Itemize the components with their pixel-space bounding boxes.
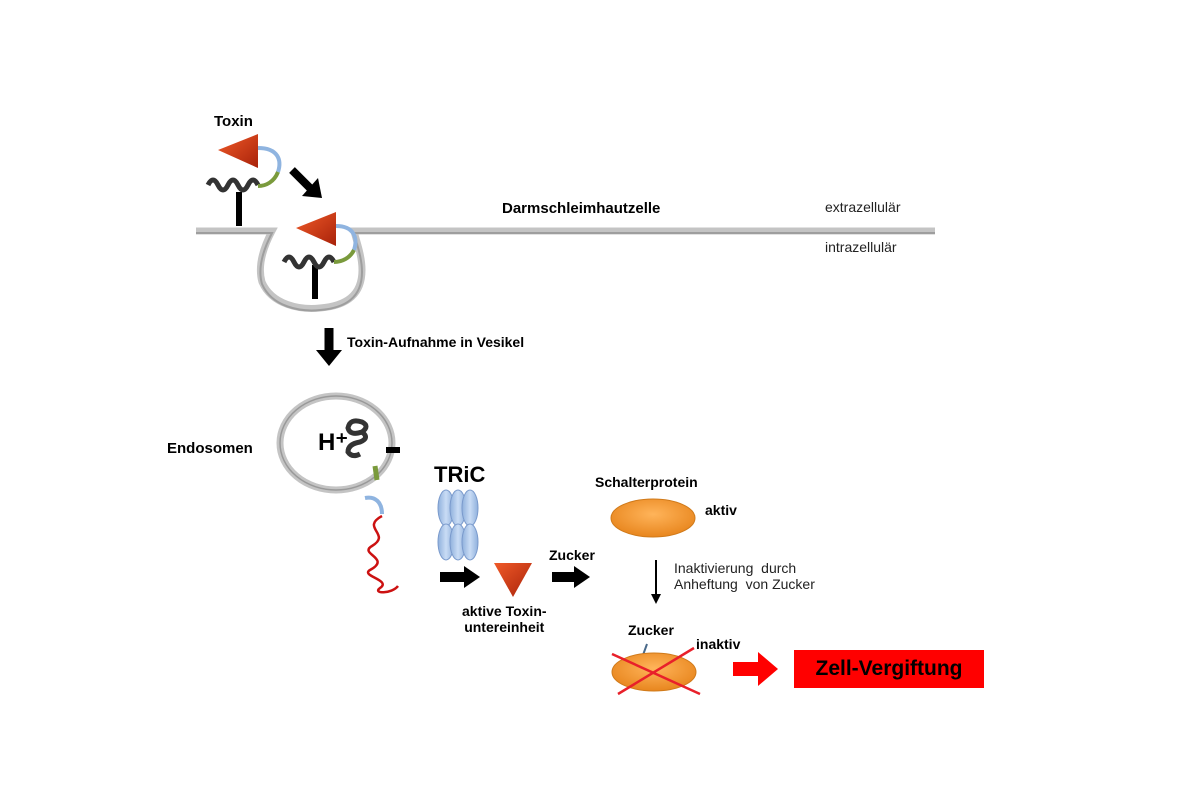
sugar-arrow-label: Zucker — [549, 547, 595, 563]
result-label: Zell-Vergiftung — [815, 657, 963, 680]
inactivation-label-line2: Anheftung von Zucker — [674, 576, 815, 593]
inactivation-label: Inaktivierung durch Anheftung von Zucker — [674, 560, 815, 592]
switch-protein-active — [610, 498, 696, 538]
inactivation-arrow — [651, 560, 661, 604]
receptor-2 — [281, 254, 337, 299]
receptor-1 — [205, 177, 261, 226]
result-arrow — [733, 652, 778, 686]
toxin-2 — [296, 212, 358, 264]
uptake-arrow — [316, 328, 342, 366]
toxin-label: Toxin — [214, 113, 253, 130]
intracellular-label: intrazellulär — [825, 239, 897, 255]
switch-protein-inactive — [611, 643, 701, 696]
active-label: aktiv — [705, 502, 737, 518]
arrow-sugar — [552, 566, 590, 588]
subunit-label: aktive Toxin- untereinheit — [462, 603, 547, 635]
extracellular-label: extrazellulär — [825, 199, 901, 215]
endosome — [276, 392, 400, 594]
cell-label: Darmschleimhautzelle — [502, 200, 661, 217]
subunit-label-line2: untereinheit — [464, 619, 545, 636]
arrow-to-subunit — [440, 566, 480, 588]
subunit-label-line1: aktive Toxin- — [462, 603, 547, 619]
endosome-label: Endosomen — [167, 440, 253, 457]
toxin-1 — [218, 134, 282, 188]
binding-arrow — [289, 167, 322, 198]
tric-label: TRiC — [434, 462, 486, 487]
uptake-label: Toxin-Aufnahme in Vesikel — [347, 334, 525, 350]
inactivation-label-line1: Inaktivierung durch — [674, 560, 797, 576]
inactive-label: inaktiv — [696, 636, 741, 652]
proton-label: H⁺ — [318, 429, 348, 456]
switch-protein-label: Schalterprotein — [595, 474, 698, 490]
tric-complex — [437, 489, 479, 561]
active-toxin-subunit — [494, 563, 532, 597]
result-box: Zell-Vergiftung — [794, 650, 984, 688]
cell-membrane — [196, 227, 935, 312]
sugar-attached-label: Zucker — [628, 622, 674, 638]
